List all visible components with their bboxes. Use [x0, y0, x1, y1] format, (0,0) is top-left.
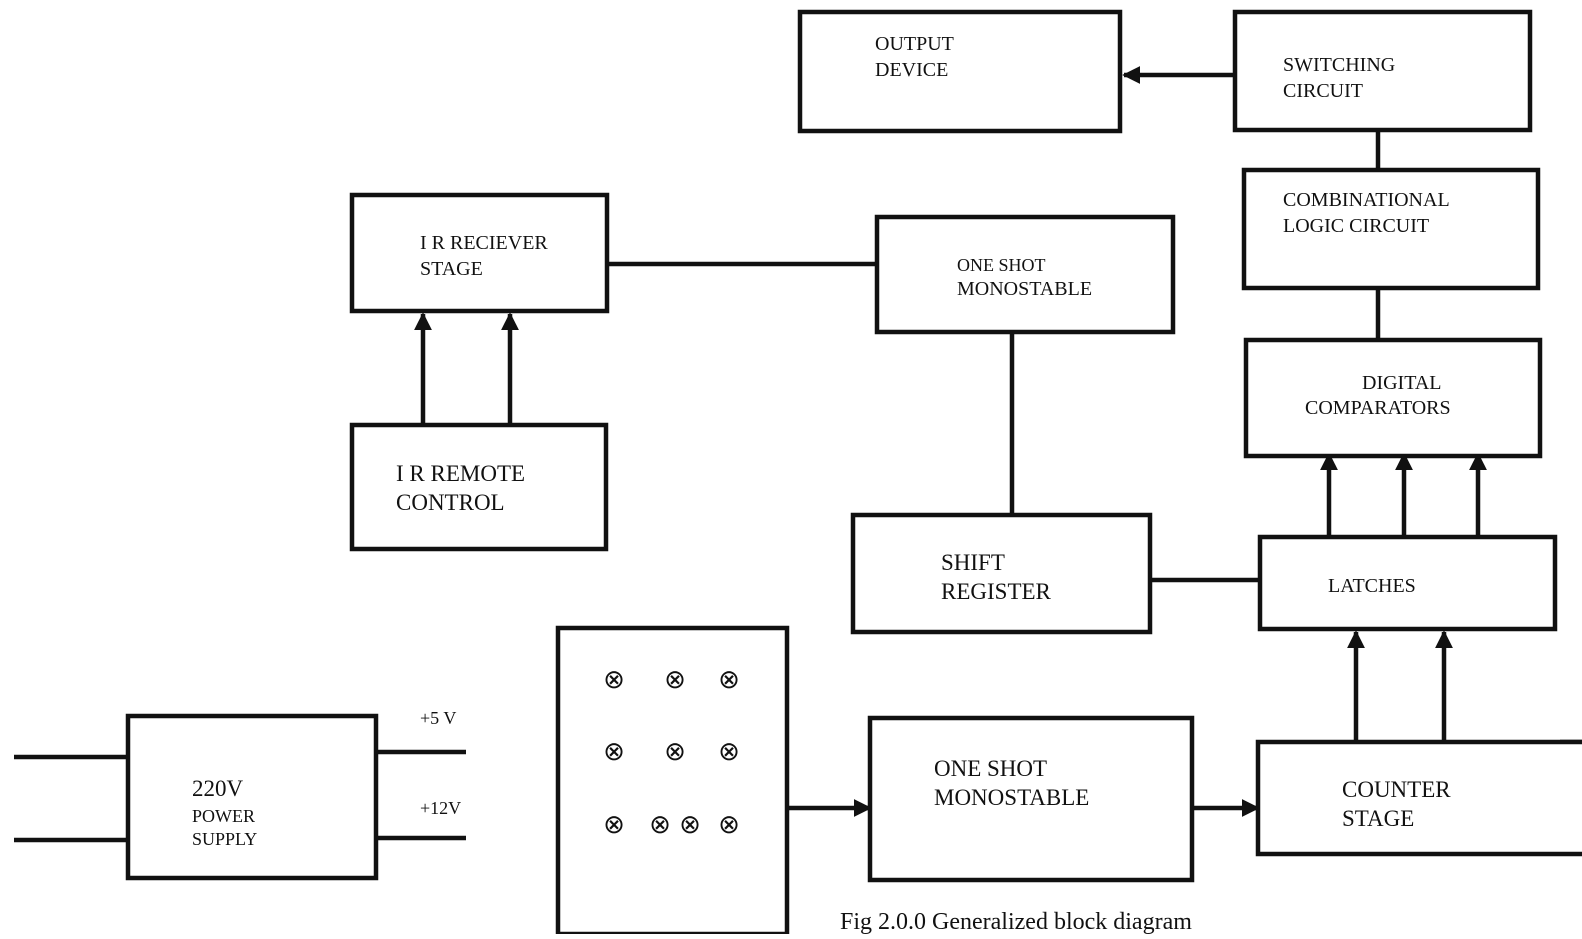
keypad-key: ⊗ — [603, 737, 625, 767]
keypad-key: ⊗ — [649, 810, 671, 840]
combinational-label-1: COMBINATIONAL — [1283, 189, 1450, 211]
ir-receiver-label-2: STAGE — [420, 258, 483, 280]
output-device-label-1: OUTPUT — [875, 33, 954, 55]
block-output-device: OUTPUT DEVICE — [797, 9, 1123, 134]
switching-label-1: SWITCHING — [1283, 54, 1395, 76]
ir-remote-label-1: I R REMOTE — [396, 461, 525, 486]
block-latches: LATCHES — [1257, 534, 1558, 632]
block-one-shot-bottom: ONE SHOT MONOSTABLE — [867, 715, 1195, 883]
one-shot-bottom-label-1: ONE SHOT — [934, 756, 1047, 781]
connections — [14, 66, 1582, 843]
keypad-key: ⊗ — [664, 665, 686, 695]
block-counter-stage: COUNTER STAGE — [1255, 739, 1582, 857]
counter-stage-label-2: STAGE — [1342, 806, 1414, 831]
one-shot-top-label-1: ONE SHOT — [957, 255, 1046, 275]
ir-receiver-label-1: I R RECIEVER — [420, 232, 548, 254]
block-shift-register: SHIFT REGISTER — [850, 512, 1153, 635]
output-device-label-2: DEVICE — [875, 59, 948, 81]
block-digital-comparators: DIGITAL COMPARATORS — [1243, 337, 1543, 459]
latches-label: LATCHES — [1328, 575, 1416, 597]
block-ir-remote: I R REMOTE CONTROL — [349, 422, 609, 552]
block-keypad: ⊗ ⊗ ⊗ ⊗ ⊗ ⊗ ⊗ ⊗ ⊗ ⊗ — [555, 625, 790, 937]
power-supply-label-1: 220V — [192, 776, 244, 801]
keypad-key: ⊗ — [664, 737, 686, 767]
block-one-shot-top: ONE SHOT MONOSTABLE — [874, 214, 1176, 335]
power-output-12v-label: +12V — [420, 798, 461, 818]
one-shot-top-label-2: MONOSTABLE — [957, 278, 1092, 300]
one-shot-bottom-label-2: MONOSTABLE — [934, 785, 1089, 810]
ir-remote-label-2: CONTROL — [396, 490, 505, 515]
shift-register-label-2: REGISTER — [941, 579, 1052, 604]
figure-caption: Fig 2.0.0 Generalized block diagram — [840, 909, 1192, 934]
keypad-key: ⊗ — [603, 810, 625, 840]
combinational-label-2: LOGIC CIRCUIT — [1283, 215, 1429, 237]
keypad-key: ⊗ — [718, 737, 740, 767]
power-supply-label-2: POWER — [192, 806, 255, 826]
block-ir-receiver: I R RECIEVER STAGE — [349, 192, 610, 314]
shift-register-label-1: SHIFT — [941, 550, 1005, 575]
comparators-label-1: DIGITAL — [1362, 372, 1441, 394]
keypad-key: ⊗ — [718, 810, 740, 840]
keypad-key: ⊗ — [603, 665, 625, 695]
power-supply-label-3: SUPPLY — [192, 829, 257, 849]
keypad-key: ⊗ — [679, 810, 701, 840]
power-output-5v-label: +5 V — [420, 708, 456, 728]
counter-stage-label-1: COUNTER — [1342, 777, 1451, 802]
keypad-key: ⊗ — [718, 665, 740, 695]
block-switching-circuit: SWITCHING CIRCUIT — [1232, 9, 1533, 133]
switching-label-2: CIRCUIT — [1283, 80, 1363, 102]
block-power-supply: 220V POWER SUPPLY — [125, 713, 379, 881]
block-combinational-logic: COMBINATIONAL LOGIC CIRCUIT — [1241, 167, 1541, 291]
comparators-label-2: COMPARATORS — [1305, 397, 1451, 419]
